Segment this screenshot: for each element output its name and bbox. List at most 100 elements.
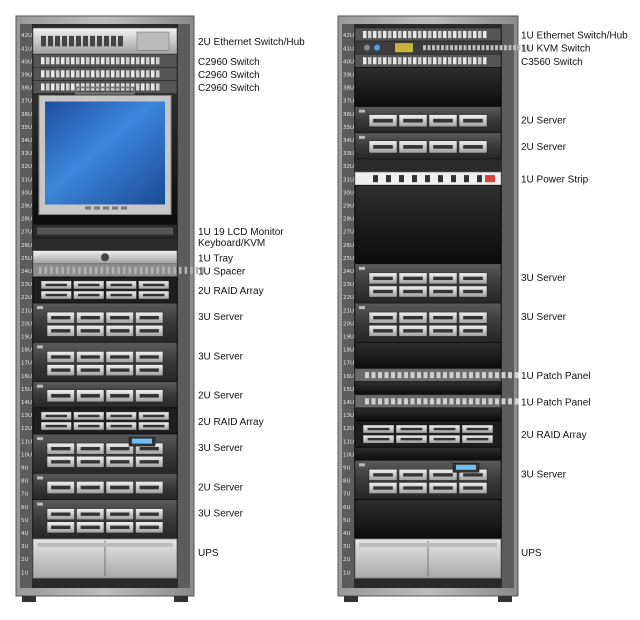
device-4-server2 xyxy=(354,106,502,134)
device-0-port xyxy=(403,31,407,39)
rack-1-u-number: 28U xyxy=(21,217,32,223)
device-8-drive-handle xyxy=(403,276,423,281)
device-1-port xyxy=(499,45,503,51)
device-0-port xyxy=(378,31,382,39)
rack-2-u-number: 42U xyxy=(343,33,354,39)
device-1-port xyxy=(91,57,95,65)
rack-2-u-number: 30U xyxy=(343,190,354,196)
device-8-drive-handle xyxy=(143,283,165,287)
device-11-port xyxy=(384,372,389,379)
device-1-port xyxy=(41,57,45,65)
device-1-led xyxy=(374,44,380,51)
rack-1-device-label: 1U Tray xyxy=(198,253,233,264)
rack-1-device-label: Keyboard/KVM xyxy=(198,238,265,249)
device-1-port xyxy=(156,57,160,65)
device-4-drive-handle xyxy=(403,118,423,123)
device-14-blank xyxy=(354,407,502,422)
rack-2-device-label: UPS xyxy=(521,548,542,559)
device-1-port xyxy=(126,57,130,65)
device-2-port xyxy=(41,70,45,78)
device-0-port xyxy=(433,31,437,39)
rack-1-u-number: 37U xyxy=(21,99,32,105)
device-0-port xyxy=(443,31,447,39)
device-1-port xyxy=(61,57,65,65)
device-17-drive-handle xyxy=(463,486,483,490)
device-13-port xyxy=(436,398,441,405)
device-6-outlet xyxy=(425,175,430,183)
device-3-port xyxy=(51,83,55,91)
rack-2-u-number: 12U xyxy=(343,426,354,432)
device-13-server3lcd xyxy=(32,433,178,474)
device-1-port xyxy=(76,57,80,65)
device-9-drive-handle xyxy=(463,316,483,320)
rack-2-u-number: 28U xyxy=(343,217,354,223)
device-7-vent xyxy=(55,266,59,274)
device-2-port xyxy=(483,57,487,65)
device-9-server3 xyxy=(354,302,502,343)
device-11-led xyxy=(37,384,43,388)
device-11-port xyxy=(488,372,493,379)
device-12-raid xyxy=(32,407,178,435)
device-7-vent xyxy=(184,266,188,274)
device-11-port xyxy=(410,372,415,379)
device-0-port xyxy=(468,31,472,39)
device-10-drive-handle xyxy=(110,355,130,359)
rack-1-u-number: 26U xyxy=(21,243,32,249)
device-2-port xyxy=(368,57,372,65)
device-2-port xyxy=(453,57,457,65)
device-2-port xyxy=(146,70,150,78)
device-16-ups xyxy=(32,538,178,579)
device-2-port xyxy=(418,57,422,65)
device-7-vent xyxy=(111,266,115,274)
device-1-port xyxy=(131,57,135,65)
device-2-port xyxy=(51,70,55,78)
device-1-port xyxy=(81,57,85,65)
rack-2-u-number: 14U xyxy=(343,400,354,406)
rack-1-u-number: 41U xyxy=(21,46,32,52)
device-10-drive-handle xyxy=(139,355,159,359)
device-13-port xyxy=(365,398,369,405)
device-1-port xyxy=(51,57,55,65)
device-4-drive-handle xyxy=(373,118,393,123)
device-14-led xyxy=(37,476,43,480)
device-10-drive-handle xyxy=(80,355,100,359)
device-1-port xyxy=(468,45,471,51)
rack-2-u-number: 7U xyxy=(343,492,351,498)
device-9-drive-handle xyxy=(373,316,393,320)
device-10-drive-handle xyxy=(110,368,130,372)
device-3-port xyxy=(156,83,160,91)
rack-1-device-label: 2U RAID Array xyxy=(198,286,264,297)
device-15-drive-handle xyxy=(139,525,159,529)
device-13-port xyxy=(391,398,395,405)
rack-1-u-number: 35U xyxy=(21,125,32,131)
device-2-port xyxy=(151,70,155,78)
rack-2-u-number: 22U xyxy=(343,295,354,301)
device-11-port xyxy=(495,372,499,379)
device-11-port xyxy=(469,372,473,379)
device-1-port xyxy=(526,45,530,51)
device-1-port xyxy=(463,45,467,51)
rack-1-u-number: 3U xyxy=(21,544,29,550)
device-15-drive-handle xyxy=(466,427,489,431)
device-5-led xyxy=(359,135,365,139)
device-9-drive-handle xyxy=(80,329,100,333)
device-1-port xyxy=(454,45,458,51)
rack-1-u-number: 42U xyxy=(21,33,32,39)
device-0-port xyxy=(478,31,482,39)
device-13-port xyxy=(475,398,480,405)
device-13-drive-handle xyxy=(110,460,130,464)
device-1-port xyxy=(504,45,507,51)
device-0-port xyxy=(423,31,427,39)
rack-1-u-number: 5U xyxy=(21,518,29,524)
device-7-chassis xyxy=(32,263,178,278)
rack-2-u-number: 8U xyxy=(343,479,351,485)
device-4-screen xyxy=(45,101,165,205)
device-6-outlet xyxy=(399,175,404,183)
device-11-server2 xyxy=(32,381,178,409)
rack-2-u-number: 34U xyxy=(343,138,354,144)
device-11-port xyxy=(514,372,519,379)
device-0-port xyxy=(438,31,442,39)
device-17-server3lcd xyxy=(354,459,502,500)
device-12-drive-handle xyxy=(45,424,67,428)
device-8-drive-handle xyxy=(110,283,132,287)
